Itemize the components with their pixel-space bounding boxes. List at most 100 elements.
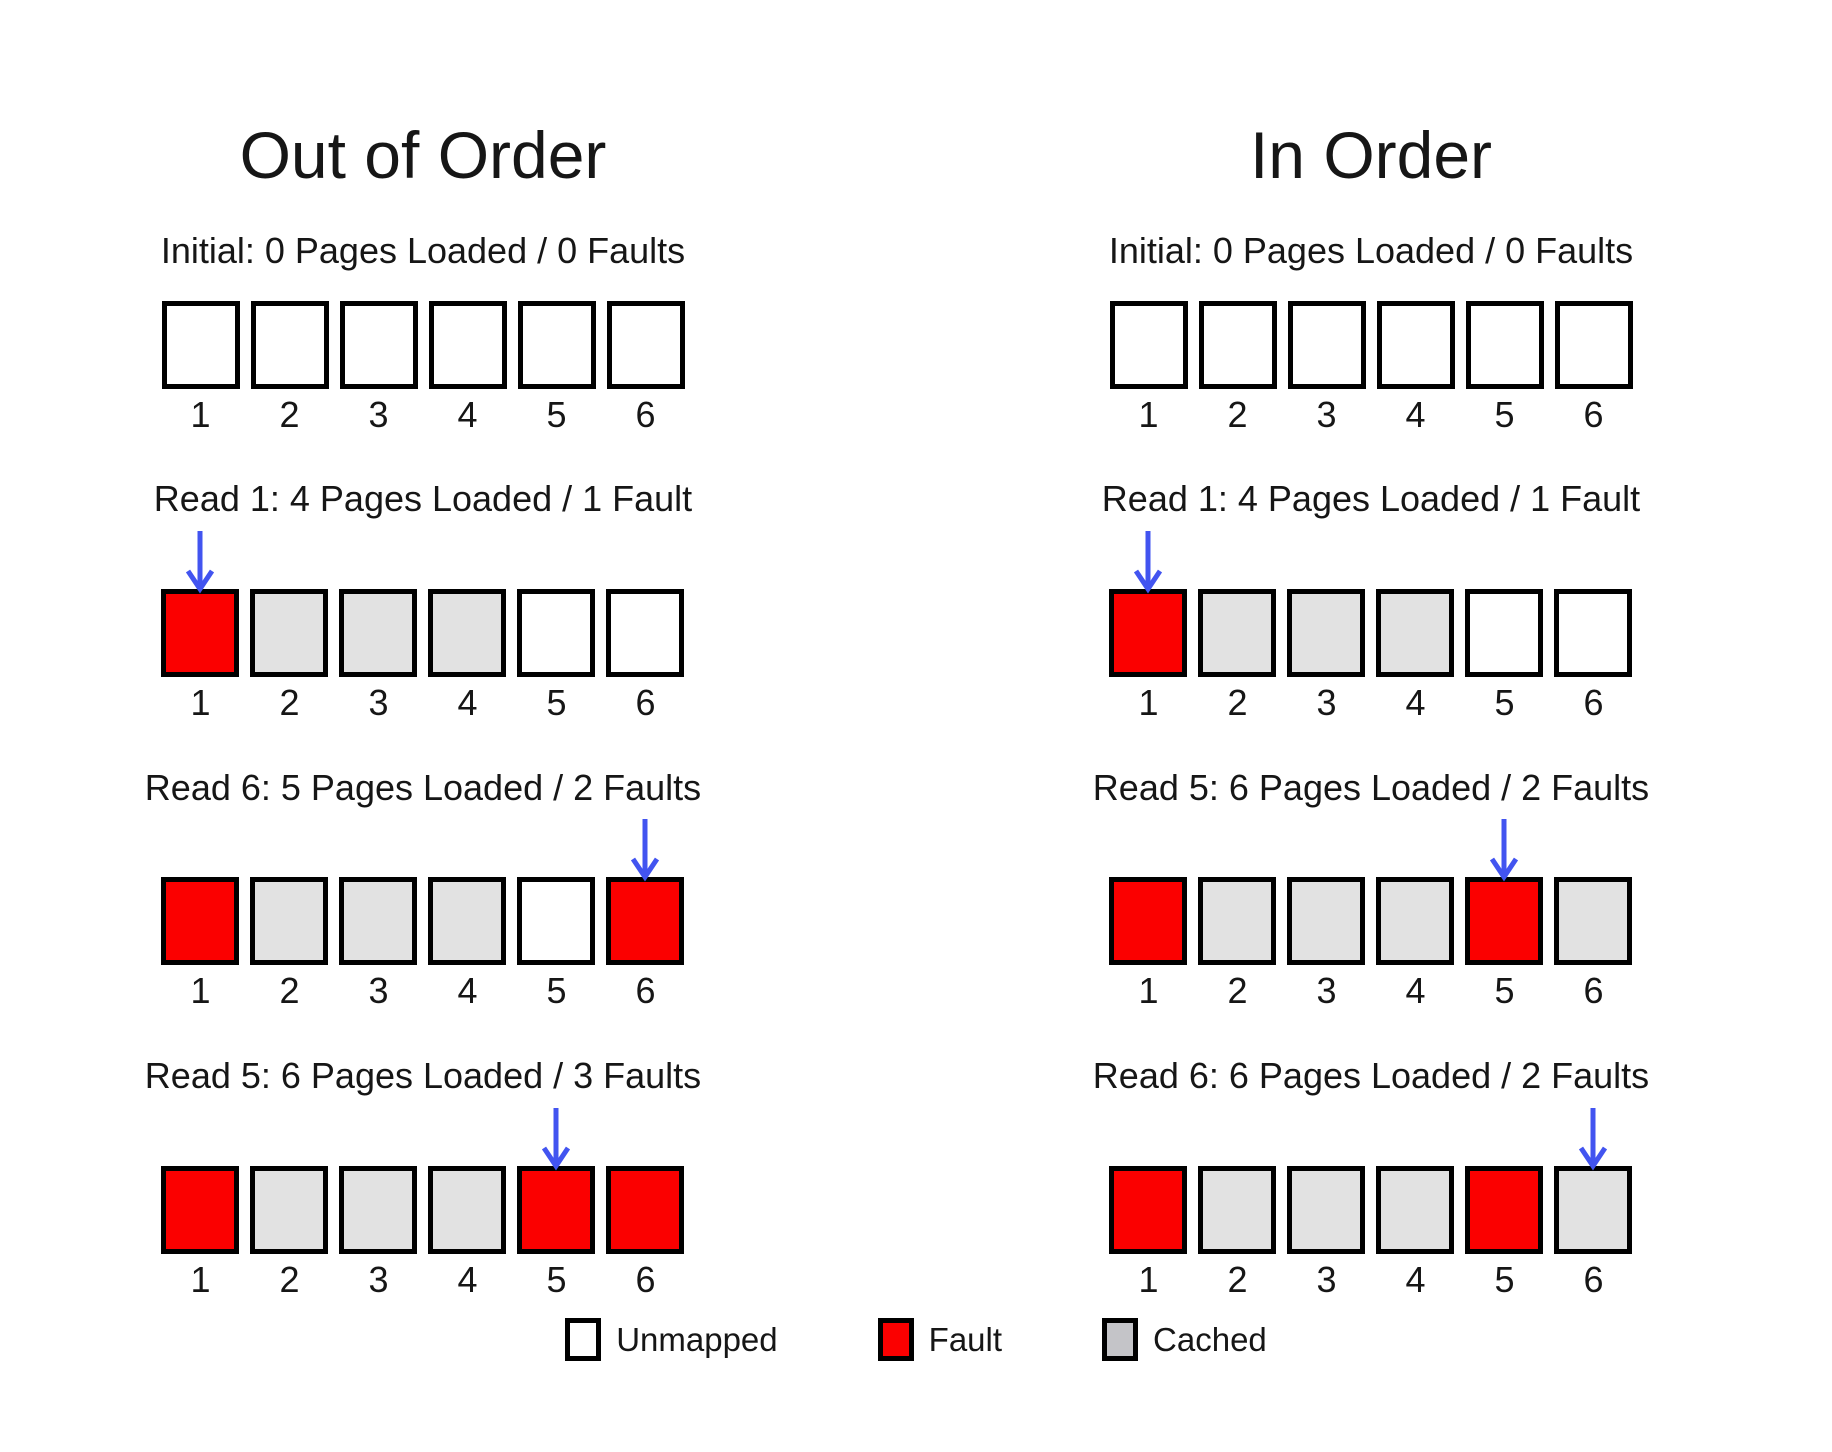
page-cell-fault xyxy=(1109,877,1188,966)
page-number: 5 xyxy=(546,970,567,1012)
page-cell-cached xyxy=(1198,589,1277,678)
page-number: 4 xyxy=(457,682,478,724)
page-number: 4 xyxy=(1405,1258,1426,1300)
page-number: 5 xyxy=(1494,1258,1515,1300)
page-number: 6 xyxy=(635,682,656,724)
page-cell-unmapped xyxy=(517,877,596,966)
page-number: 6 xyxy=(1583,1258,1604,1300)
legend-swatch-unmapped xyxy=(565,1318,602,1361)
page-cell-unmapped xyxy=(1198,300,1277,389)
page-cell-fault xyxy=(1465,1165,1544,1254)
step-label: Read 5: 6 Pages Loaded / 3 Faults xyxy=(144,1055,702,1097)
page-number: 5 xyxy=(546,1258,567,1300)
page-cell-unmapped xyxy=(1376,300,1455,389)
page-cell-unmapped xyxy=(161,300,240,389)
page-number: 5 xyxy=(546,682,567,724)
page-number: 6 xyxy=(635,393,656,435)
page-cell-fault xyxy=(1109,589,1188,678)
page-cell-cached xyxy=(339,1165,418,1254)
arrow-down-icon xyxy=(631,819,660,882)
page-number: 1 xyxy=(1138,682,1159,724)
page-number: 1 xyxy=(1138,393,1159,435)
page-cell-unmapped xyxy=(1287,300,1366,389)
page-cell-unmapped xyxy=(606,589,685,678)
page-cell-unmapped xyxy=(606,300,685,389)
page-number: 4 xyxy=(457,1258,478,1300)
page-cell-fault xyxy=(161,1165,240,1254)
page-number: 6 xyxy=(635,1258,656,1300)
page-cell-cached xyxy=(1287,1165,1366,1254)
page-cell-unmapped xyxy=(517,589,596,678)
page-number: 3 xyxy=(1316,682,1337,724)
page-cell-cached xyxy=(250,589,329,678)
page-number: 1 xyxy=(1138,1258,1159,1300)
step-label: Read 5: 6 Pages Loaded / 2 Faults xyxy=(1092,766,1650,808)
page-cell-fault xyxy=(606,877,685,966)
page-number: 4 xyxy=(1405,393,1426,435)
page-cell-unmapped xyxy=(517,300,596,389)
page-number: 2 xyxy=(279,1258,300,1300)
arrow-down-icon xyxy=(186,531,215,594)
page-number: 1 xyxy=(1138,970,1159,1012)
page-cell-fault xyxy=(1465,877,1544,966)
legend-label: Unmapped xyxy=(616,1320,778,1358)
legend: Unmapped Fault Cached xyxy=(0,1318,1832,1361)
page-row xyxy=(1109,1165,1633,1254)
arrow-zone xyxy=(1109,523,1632,594)
page-number: 4 xyxy=(1405,682,1426,724)
page-cell-cached xyxy=(1376,1165,1455,1254)
page-number: 5 xyxy=(1494,970,1515,1012)
page-number: 1 xyxy=(190,682,211,724)
step-label: Read 6: 6 Pages Loaded / 2 Faults xyxy=(1092,1055,1650,1097)
page-cell-unmapped xyxy=(1554,589,1633,678)
page-number: 3 xyxy=(368,682,389,724)
page-number: 3 xyxy=(1316,1258,1337,1300)
legend-item-unmapped: Unmapped xyxy=(565,1318,778,1361)
page-cell-cached xyxy=(1198,877,1277,966)
page-number: 4 xyxy=(457,393,478,435)
page-number: 6 xyxy=(635,970,656,1012)
column-title: In Order xyxy=(1249,118,1493,192)
page-cell-fault xyxy=(606,1165,685,1254)
page-cell-cached xyxy=(250,877,329,966)
arrow-zone xyxy=(1109,1100,1632,1171)
page-number: 6 xyxy=(1583,393,1604,435)
page-number: 3 xyxy=(1316,970,1337,1012)
legend-label: Fault xyxy=(928,1320,1003,1358)
page-cell-cached xyxy=(1198,1165,1277,1254)
step-label: Initial: 0 Pages Loaded / 0 Faults xyxy=(160,229,686,271)
page-number: 1 xyxy=(190,393,211,435)
page-cell-unmapped xyxy=(1109,300,1188,389)
step-label: Initial: 0 Pages Loaded / 0 Faults xyxy=(1108,229,1634,271)
page-number: 4 xyxy=(457,970,478,1012)
page-cell-unmapped xyxy=(1554,300,1633,389)
page-cell-cached xyxy=(428,589,507,678)
arrow-down-icon xyxy=(542,1107,571,1171)
page-number: 3 xyxy=(368,393,389,435)
step-label: Read 1: 4 Pages Loaded / 1 Fault xyxy=(1101,478,1641,520)
page-cell-cached xyxy=(339,877,418,966)
legend-swatch-cached xyxy=(1102,1318,1139,1361)
arrow-zone xyxy=(161,1100,684,1171)
page-number: 4 xyxy=(1405,970,1426,1012)
arrow-down-icon xyxy=(1579,1107,1608,1171)
legend-label: Cached xyxy=(1153,1320,1267,1358)
page-row xyxy=(161,877,685,966)
page-number: 2 xyxy=(1227,393,1248,435)
page-number: 5 xyxy=(1494,393,1515,435)
page-cell-unmapped xyxy=(1465,300,1544,389)
page-cell-unmapped xyxy=(428,300,507,389)
arrow-zone xyxy=(161,811,684,882)
page-number: 2 xyxy=(1227,970,1248,1012)
